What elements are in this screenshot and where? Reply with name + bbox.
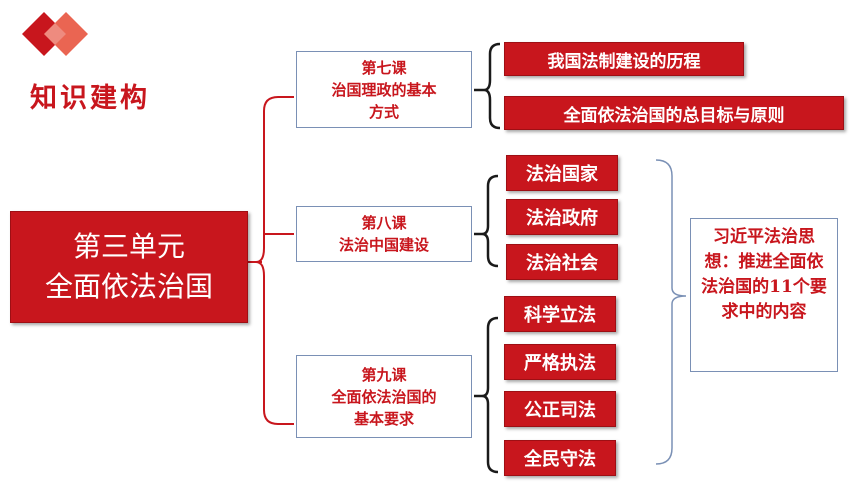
unit-title: 第三单元	[72, 230, 185, 263]
diamond-logo-icon	[22, 8, 88, 62]
lesson-9-item: 严格执法	[504, 344, 616, 380]
lesson-8-item: 法治国家	[506, 155, 618, 191]
lesson-8-item: 法治社会	[506, 244, 618, 280]
lesson-7-title-line1: 治国理政的基本	[331, 80, 437, 99]
lesson-9-item: 全民守法	[504, 440, 616, 476]
lesson-8-number: 第八课	[361, 214, 407, 232]
lesson-9-number: 第九课	[361, 365, 407, 384]
lesson-9-title-line1: 全面依法治国的	[331, 387, 437, 406]
lesson-9-item: 公正司法	[504, 391, 616, 427]
lesson-7-number: 第七课	[361, 58, 407, 77]
lesson-7-item: 我国法制建设的历程	[504, 42, 744, 76]
lesson-9-item: 科学立法	[504, 296, 616, 332]
lesson-7-item: 全面依法治国的总目标与原则	[504, 96, 844, 130]
unit-box: 第三单元 全面依法治国	[10, 211, 248, 323]
lesson-8-title-line1: 法治中国建设	[338, 236, 429, 254]
lesson-9-box: 第九课 全面依法治国的 基本要求	[296, 355, 472, 438]
lesson-7-title-line2: 方式	[368, 102, 399, 121]
lesson-8-item: 法治政府	[506, 199, 618, 235]
page-title: 知识建构	[30, 83, 150, 114]
lesson-7-box: 第七课 治国理政的基本 方式	[296, 51, 472, 128]
unit-subtitle: 全面依法治国	[44, 270, 213, 303]
lesson-8-box: 第八课 法治中国建设	[296, 206, 472, 262]
summary-box: 习近平法治思想：推进全面依法治国的11个要求中的内容	[690, 218, 838, 372]
lesson-9-title-line2: 基本要求	[353, 409, 414, 428]
